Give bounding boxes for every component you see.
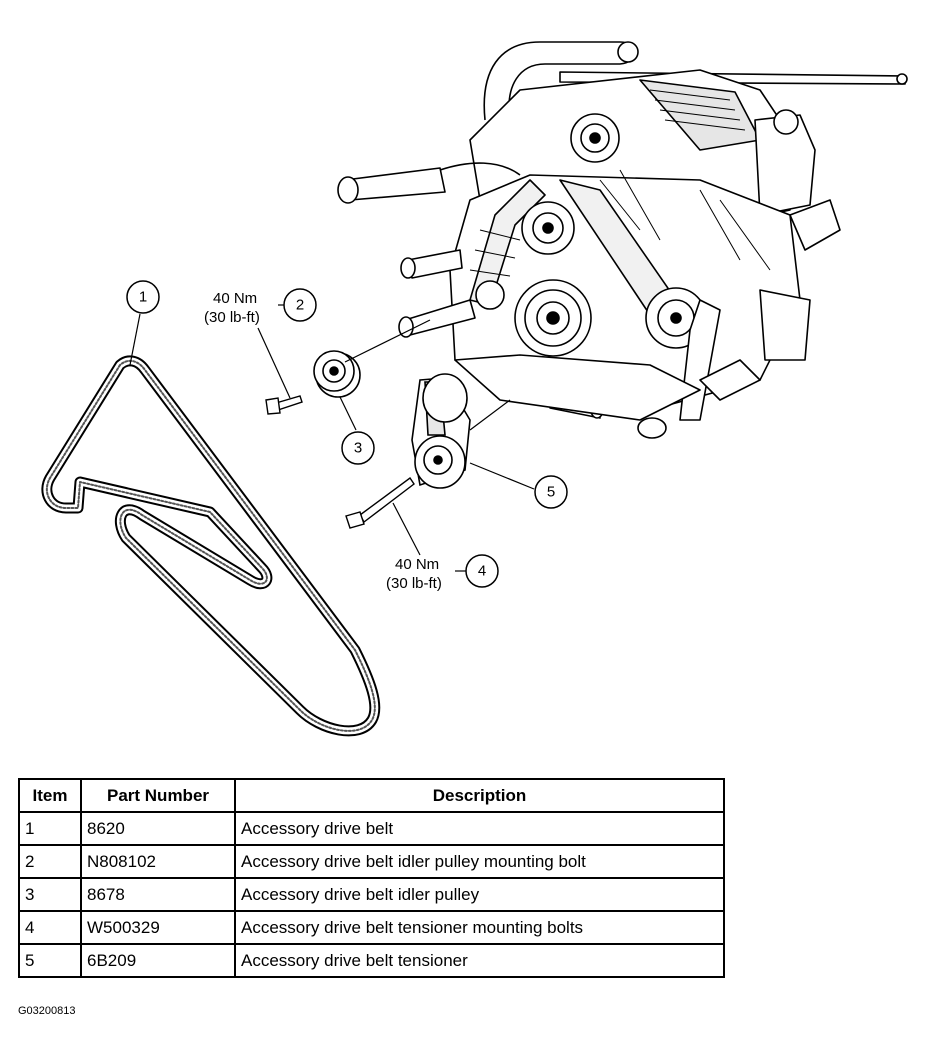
part-number-cell: 8620 [80, 811, 236, 846]
svg-text:4: 4 [478, 563, 486, 580]
table-row: 4 W500329 Accessory drive belt tensioner… [18, 910, 725, 945]
description-cell: Accessory drive belt idler pulley [234, 877, 725, 912]
item-cell: 5 [18, 943, 82, 978]
table-row: 3 8678 Accessory drive belt idler pulley [18, 877, 725, 912]
description-cell: Accessory drive belt tensioner [234, 943, 725, 978]
idler-bolt-drawing [265, 395, 303, 415]
part-number-cell: W500329 [80, 910, 236, 945]
svg-text:2: 2 [296, 297, 304, 314]
description-cell: Accessory drive belt tensioner mounting … [234, 910, 725, 945]
callout-3: 3 [341, 431, 375, 465]
description-cell: Accessory drive belt idler pulley mounti… [234, 844, 725, 879]
callout-4: 4 40 Nm (30 lb-ft) [386, 554, 499, 592]
callout-2-torque-nm: 40 Nm [213, 290, 257, 307]
callout-2-torque-lbft: (30 lb-ft) [204, 309, 260, 326]
table-row: 5 6B209 Accessory drive belt tensioner [18, 943, 725, 978]
leader-lines [129, 304, 535, 572]
item-cell: 2 [18, 844, 82, 879]
engine-drawing [337, 41, 908, 439]
item-cell: 4 [18, 910, 82, 945]
table-header-row: Item Part Number Description [18, 778, 725, 813]
svg-text:3: 3 [354, 440, 362, 457]
parts-table: Item Part Number Description 1 8620 Acce… [18, 778, 725, 978]
column-header-item: Item [18, 778, 82, 813]
callout-1: 1 [126, 280, 160, 314]
svg-text:5: 5 [547, 484, 555, 501]
accessory-drive-belt-drawing [41, 355, 381, 737]
part-number-cell: N808102 [80, 844, 236, 879]
callout-4-torque-lbft: (30 lb-ft) [386, 575, 442, 592]
column-header-part-number: Part Number [80, 778, 236, 813]
callout-2: 2 40 Nm (30 lb-ft) [204, 288, 317, 326]
item-cell: 1 [18, 811, 82, 846]
table-row: 2 N808102 Accessory drive belt idler pul… [18, 844, 725, 879]
item-cell: 3 [18, 877, 82, 912]
idler-pulley-drawing [313, 350, 361, 398]
svg-text:1: 1 [139, 289, 147, 306]
callout-4-torque-nm: 40 Nm [395, 556, 439, 573]
description-cell: Accessory drive belt [234, 811, 725, 846]
table-row: 1 8620 Accessory drive belt [18, 811, 725, 846]
part-number-cell: 8678 [80, 877, 236, 912]
figure-code: G03200813 [18, 1005, 76, 1017]
column-header-description: Description [234, 778, 725, 813]
tensioner-drawing [411, 373, 471, 489]
part-number-cell: 6B209 [80, 943, 236, 978]
callout-5: 5 [534, 475, 568, 509]
tensioner-bolt-drawing [345, 476, 415, 529]
exploded-view-illustration: 1 2 40 Nm (30 lb-ft) 3 4 40 Nm (30 lb-ft… [41, 41, 908, 737]
